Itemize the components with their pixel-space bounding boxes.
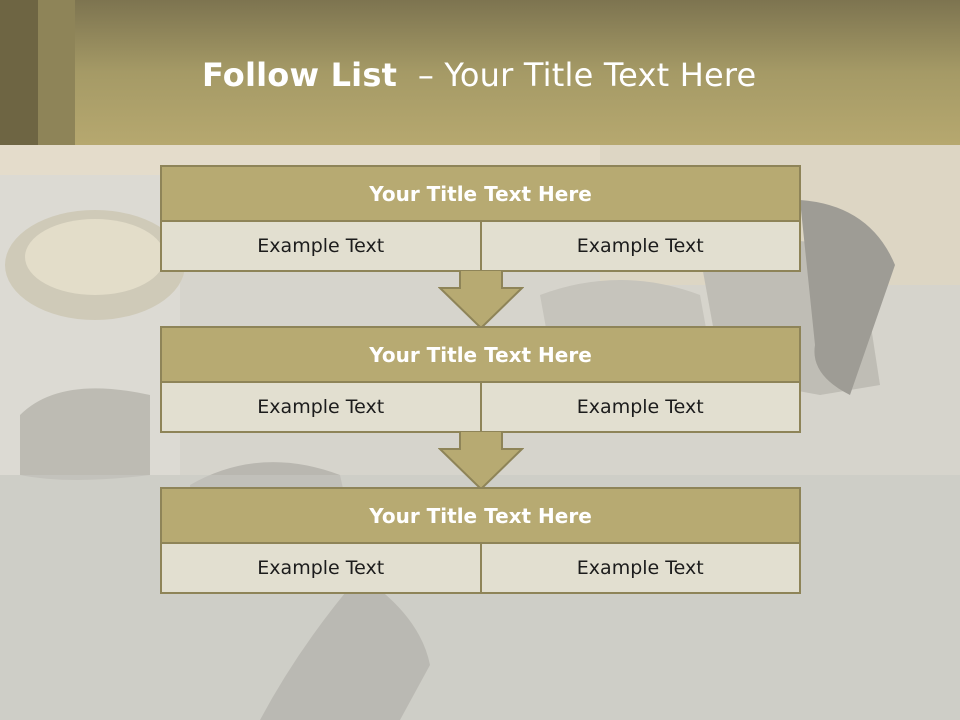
header-accent-mid — [38, 0, 75, 145]
flow-step-cell-right: Example Text — [481, 222, 801, 272]
down-arrow-icon — [438, 270, 524, 330]
slide-title-rest: – Your Title Text Here — [417, 56, 757, 94]
flow-step-3: Your Title Text Here Example Text Exampl… — [160, 487, 801, 594]
flow-step-title: Your Title Text Here — [160, 165, 801, 222]
flow-step-cell-left: Example Text — [160, 383, 482, 433]
flow-step-cell-right: Example Text — [481, 383, 801, 433]
flow-step-2: Your Title Text Here Example Text Exampl… — [160, 326, 801, 433]
flow-step-cell-left: Example Text — [160, 222, 482, 272]
flow-step-row: Example Text Example Text — [160, 383, 801, 433]
flow-step-cell-left: Example Text — [160, 544, 482, 594]
down-arrow-icon — [438, 431, 524, 491]
slide-title: Follow List – Your Title Text Here — [202, 56, 756, 94]
slide-title-bold: Follow List — [202, 56, 398, 94]
flow-step-1: Your Title Text Here Example Text Exampl… — [160, 165, 801, 272]
header-accent-dark — [0, 0, 38, 145]
flow-step-title: Your Title Text Here — [160, 487, 801, 544]
flow-step-row: Example Text Example Text — [160, 222, 801, 272]
flow-step-cell-right: Example Text — [481, 544, 801, 594]
flow-step-title: Your Title Text Here — [160, 326, 801, 383]
header-band — [0, 0, 960, 145]
flow-step-row: Example Text Example Text — [160, 544, 801, 594]
